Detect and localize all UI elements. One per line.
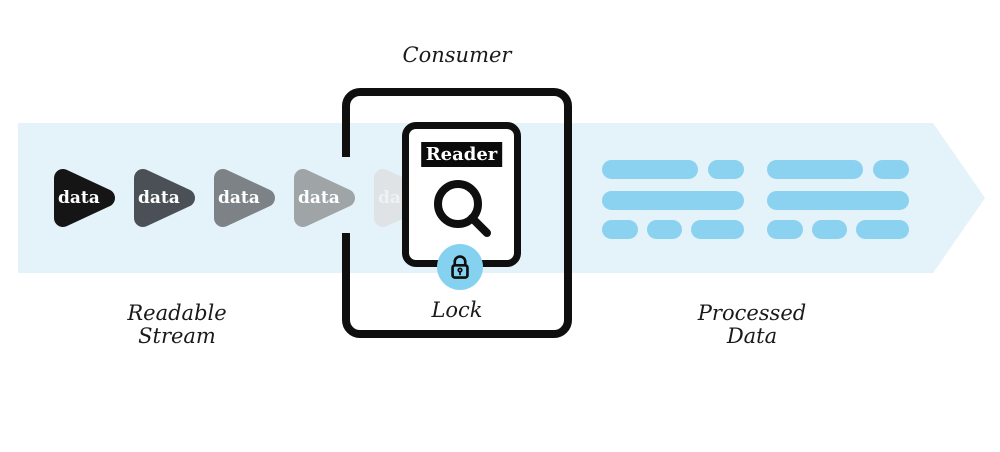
lock-icon (451, 255, 469, 279)
packet-triangle-icon (134, 169, 195, 227)
data-packet-3: data (212, 166, 276, 230)
processed-chunk-group-2 (767, 160, 909, 239)
reader-title: Reader (420, 142, 503, 167)
data-chunk-bar (812, 220, 847, 239)
packet-triangle-icon (54, 169, 115, 227)
data-chunk-bar (708, 160, 744, 179)
data-chunk-bar (767, 191, 909, 210)
processed-data-label: Processed Data (697, 301, 807, 348)
data-packet-1: data (52, 166, 116, 230)
lock-badge (437, 244, 483, 290)
packet-label: data (298, 188, 340, 208)
data-chunk-bar (856, 220, 909, 239)
magnifier-icon (434, 180, 491, 237)
data-chunk-bar (767, 220, 803, 239)
data-chunk-bar (647, 220, 682, 239)
data-chunk-bar (691, 220, 744, 239)
data-packet-2: data (132, 166, 196, 230)
readable-stream-label: Readable Stream (127, 301, 227, 348)
data-packet-4: data (292, 166, 356, 230)
data-chunk-bar (602, 191, 744, 210)
data-chunk-bar (767, 160, 863, 179)
data-chunk-bar (873, 160, 909, 179)
packet-label: data (218, 188, 260, 208)
processed-chunk-group-1 (602, 160, 744, 239)
packet-label: data (138, 188, 180, 208)
packet-triangle-icon (214, 169, 275, 227)
packet-label: data (58, 188, 100, 208)
lock-label: Lock (431, 298, 483, 322)
data-chunk-bar (602, 160, 698, 179)
data-chunk-bar (602, 220, 638, 239)
consumer-label: Consumer (402, 43, 512, 67)
packet-triangle-icon (294, 169, 355, 227)
